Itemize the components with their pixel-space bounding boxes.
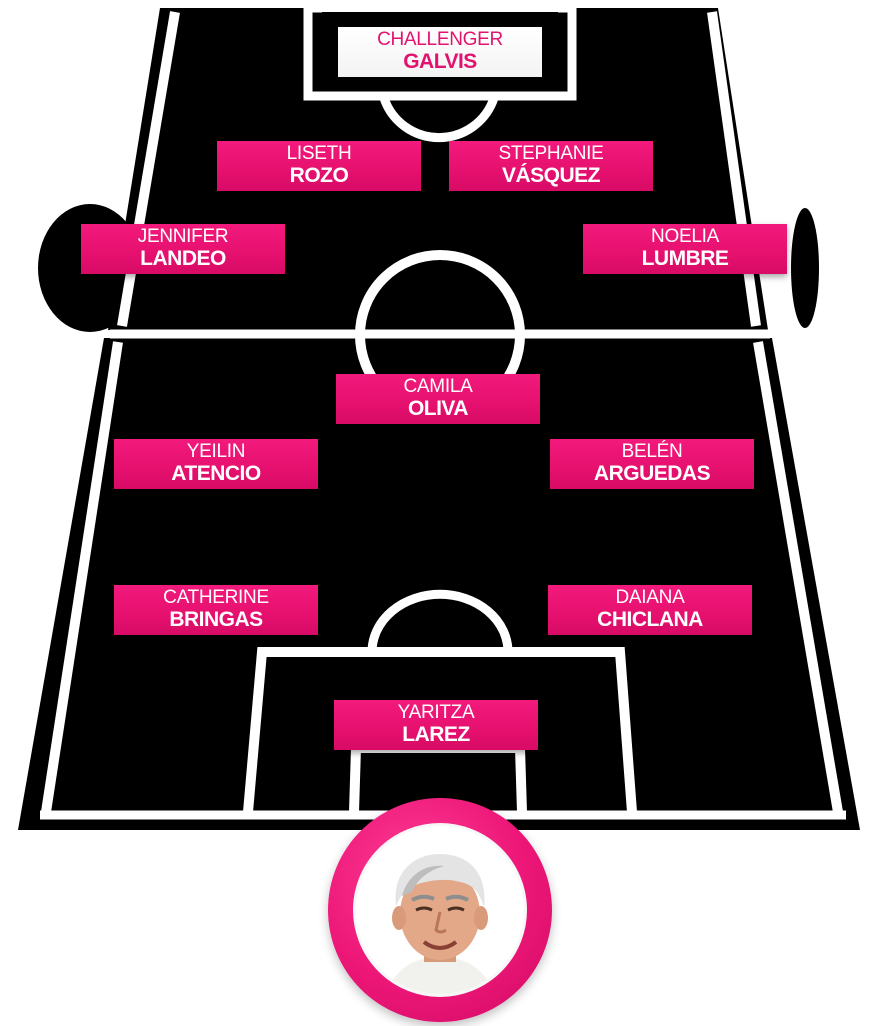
player-last-name: LANDEO: [140, 246, 226, 270]
player-card-liseth-rozo: LISETH ROZO: [217, 141, 421, 191]
player-last-name: CHICLANA: [597, 607, 703, 631]
bottom-penalty-arc: [367, 589, 513, 653]
coach-portrait-drawing: [356, 826, 524, 994]
player-last-name: VÁSQUEZ: [501, 163, 601, 187]
player-last-name: ROZO: [289, 163, 349, 187]
player-first-name: CHALLENGER: [377, 29, 503, 51]
player-first-name: CATHERINE: [163, 587, 269, 609]
touchline-right-lower: [753, 341, 843, 813]
top-goal-box: [303, 3, 577, 101]
player-first-name: NOELIA: [651, 226, 719, 248]
player-card-jennifer-landeo: JENNIFER LANDEO: [81, 224, 285, 274]
player-first-name: STEPHANIE: [498, 143, 604, 165]
pitch-right-shadow: [791, 208, 819, 328]
player-first-name: LISETH: [286, 143, 352, 165]
touchline-left-lower: [41, 341, 123, 813]
player-card-challenger-galvis: CHALLENGER GALVIS: [338, 27, 542, 77]
coach-badge: [328, 798, 552, 1022]
player-first-name: BELÉN: [621, 441, 683, 463]
player-card-belen-arguedas: BELÉN ARGUEDAS: [550, 439, 754, 489]
player-card-camila-oliva: CAMILA OLIVA: [336, 374, 540, 424]
player-last-name: BRINGAS: [169, 607, 263, 631]
player-last-name: LAREZ: [402, 722, 470, 746]
player-last-name: ATENCIO: [171, 461, 261, 485]
top-penalty-arc: [379, 96, 499, 143]
player-card-yeilin-atencio: YEILIN ATENCIO: [114, 439, 318, 489]
player-last-name: GALVIS: [403, 49, 477, 73]
player-last-name: LUMBRE: [641, 246, 729, 270]
player-card-yaritza-larez: YARITZA LAREZ: [334, 700, 538, 750]
player-card-noelia-lumbre: NOELIA LUMBRE: [583, 224, 787, 274]
player-first-name: YARITZA: [397, 702, 475, 724]
player-last-name: ARGUEDAS: [593, 461, 711, 485]
player-last-name: OLIVA: [407, 396, 469, 420]
bottom-penalty-box: [243, 647, 637, 813]
player-first-name: DAIANA: [615, 587, 685, 609]
player-card-daiana-chiclana: DAIANA CHICLANA: [548, 585, 752, 635]
player-first-name: CAMILA: [403, 376, 473, 398]
coach-portrait-icon: [353, 823, 527, 997]
player-first-name: YEILIN: [186, 441, 246, 463]
player-card-catherine-bringas: CATHERINE BRINGAS: [114, 585, 318, 635]
player-card-stephanie-vasquez: STEPHANIE VÁSQUEZ: [449, 141, 653, 191]
player-first-name: JENNIFER: [137, 226, 229, 248]
